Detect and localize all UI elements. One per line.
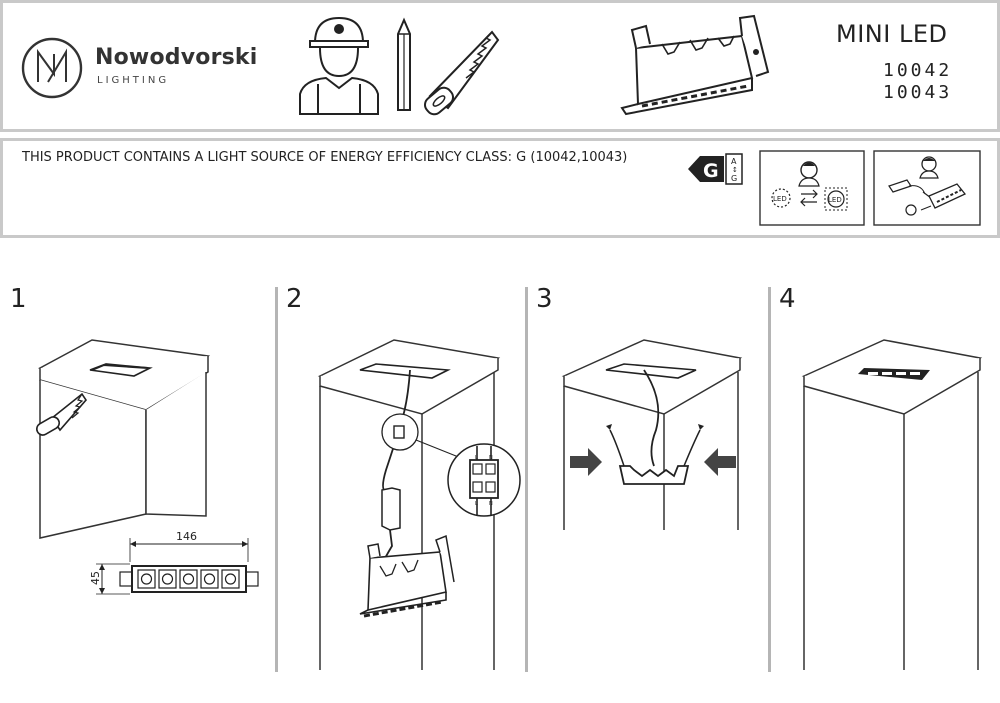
- step-divider: [768, 287, 771, 672]
- led-label: LED: [773, 195, 787, 203]
- product-code: 10043: [883, 82, 953, 103]
- brand-name: Nowodvorski: [95, 45, 258, 70]
- step2-wiring-illustration: L N L N: [317, 339, 521, 670]
- replaceable-driver-icon: [873, 150, 981, 226]
- energy-class-label-icon: G A ↕ G: [688, 153, 743, 185]
- dimension-drawing: 146 45: [89, 530, 259, 595]
- product-code: 10042: [883, 60, 953, 81]
- step4-installed-illustration: [801, 339, 983, 670]
- installer-person-icon: [299, 16, 379, 115]
- energy-class-statement: THIS PRODUCT CONTAINS A LIGHT SOURCE OF …: [22, 150, 628, 165]
- product-title: MINI LED: [836, 20, 948, 48]
- wiring-live-label: L: [475, 455, 478, 461]
- step-divider: [525, 287, 528, 672]
- svg-text:↕: ↕: [732, 166, 738, 174]
- energy-panel: [0, 138, 1000, 238]
- luminaire-icon: [620, 14, 770, 116]
- step1-ceiling-cutout-illustration: [36, 339, 211, 539]
- energy-class-letter: G: [703, 160, 719, 182]
- step3-spring-clips-illustration: [561, 339, 743, 530]
- brand-logo-icon: [21, 37, 83, 99]
- brand-subtitle: LIGHTING: [97, 75, 170, 86]
- header-panel: [0, 0, 1000, 132]
- step-number: 4: [779, 284, 796, 314]
- energy-scale-top: A: [731, 157, 737, 166]
- wiring-neutral-label: N: [489, 501, 493, 507]
- step-number: 1: [10, 284, 27, 314]
- dimension-width: 146: [176, 530, 197, 543]
- step-divider: [275, 287, 278, 672]
- dimension-height: 45: [89, 571, 102, 585]
- saw-icon: [423, 30, 500, 116]
- wiring-live-label: L: [475, 501, 478, 507]
- energy-scale-bottom: G: [731, 174, 737, 183]
- pencil-icon: [397, 17, 411, 111]
- wiring-neutral-label: N: [489, 455, 493, 461]
- led-label: LED: [828, 196, 842, 204]
- step-number: 2: [286, 284, 303, 314]
- step-number: 3: [536, 284, 553, 314]
- replaceable-led-icon: LED LED: [759, 150, 865, 226]
